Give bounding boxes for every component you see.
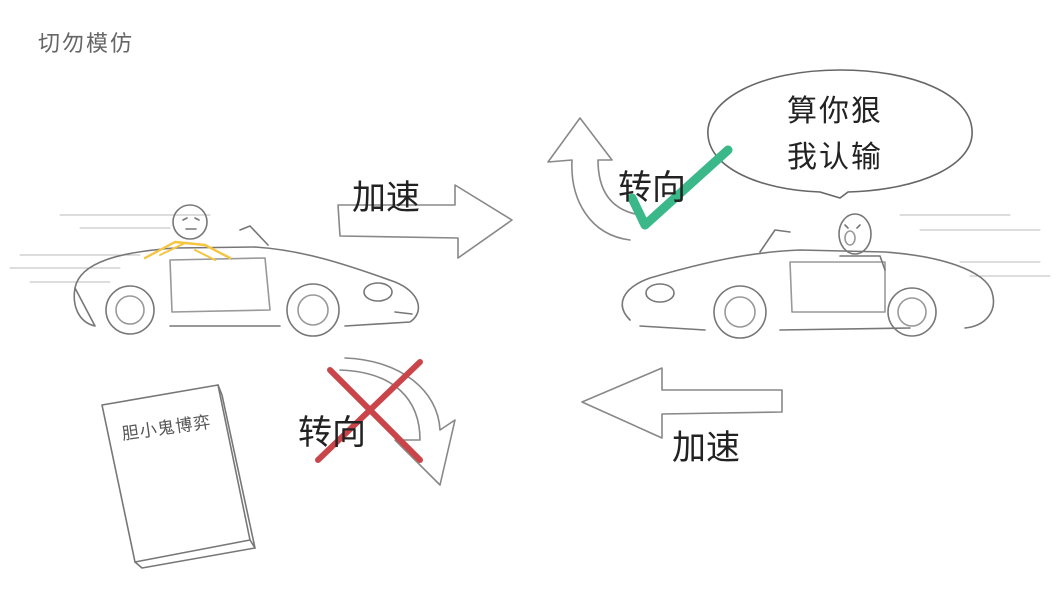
left-car bbox=[73, 225, 420, 337]
check-mark-icon bbox=[627, 145, 733, 230]
turn-arrow-down bbox=[339, 357, 456, 486]
speech-bubble bbox=[707, 69, 973, 199]
accelerate-arrow-left bbox=[581, 367, 783, 439]
warning-text: 切勿模仿 bbox=[38, 32, 135, 57]
accelerate-arrow-right bbox=[337, 184, 513, 259]
speed-lines-right bbox=[899, 214, 1051, 277]
right-car bbox=[621, 229, 995, 339]
turn-arrow-up bbox=[547, 117, 641, 241]
speech-line-2: 我认输 bbox=[787, 140, 883, 175]
speech-line-1: 算你狠 bbox=[787, 94, 883, 129]
right-driver bbox=[838, 213, 886, 271]
turn-label-correct: 转向 bbox=[618, 168, 686, 208]
cross-mark-icon bbox=[315, 359, 423, 463]
accelerate-label-right: 加速 bbox=[672, 428, 740, 468]
accelerate-label-left: 加速 bbox=[352, 178, 420, 218]
turn-label-wrong: 转向 bbox=[298, 413, 366, 453]
left-driver bbox=[143, 204, 232, 261]
book bbox=[101, 384, 256, 569]
